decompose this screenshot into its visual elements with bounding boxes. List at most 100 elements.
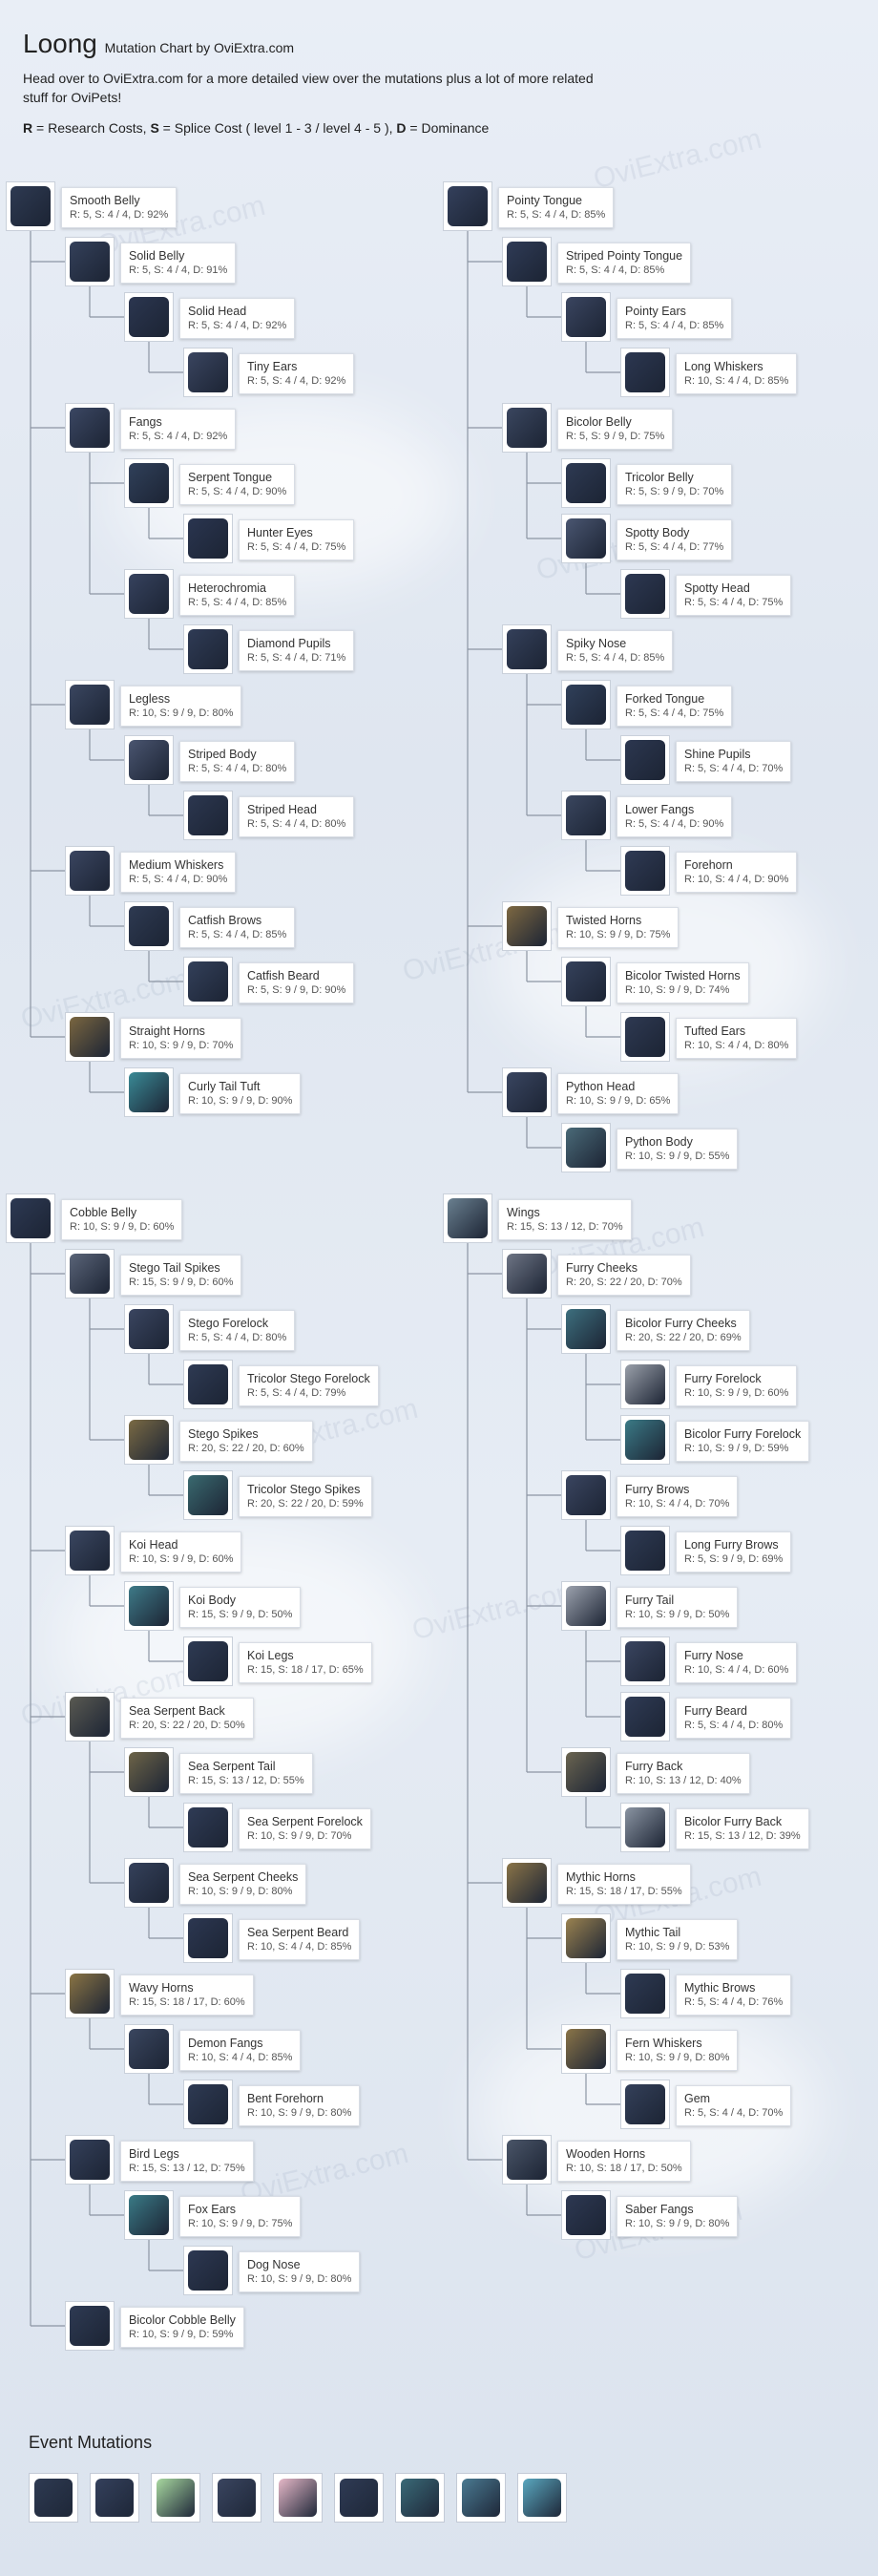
mutation-thumbnail[interactable] [124, 2190, 174, 2240]
mutation-thumbnail[interactable] [65, 1969, 115, 2018]
mutation-thumbnail[interactable] [561, 1304, 611, 1354]
mutation-thumbnail[interactable] [183, 348, 233, 397]
mutation-thumbnail[interactable] [65, 1526, 115, 1575]
mutation-thumbnail[interactable] [561, 1123, 611, 1172]
mutation-thumbnail[interactable] [124, 901, 174, 951]
mutation-thumbnail[interactable] [124, 569, 174, 619]
mutation-thumbnail[interactable] [502, 403, 552, 453]
mutation-thumbnail[interactable] [561, 791, 611, 840]
event-mutation-thumbnail[interactable] [90, 2473, 139, 2523]
mutation-thumbnail[interactable] [65, 680, 115, 729]
mutation-thumbnail[interactable] [502, 1249, 552, 1299]
mutation-thumbnail[interactable] [502, 1858, 552, 1908]
mutation-thumbnail[interactable] [183, 1636, 233, 1686]
mutation-thumbnail[interactable] [183, 1803, 233, 1852]
mutation-thumbnail[interactable] [124, 1415, 174, 1465]
mutation-thumbnail[interactable] [65, 846, 115, 896]
mutation-thumbnail[interactable] [6, 181, 55, 231]
subtitle-link[interactable]: Mutation Chart by OviExtra.com [104, 40, 295, 55]
mutation-thumbnail[interactable] [561, 680, 611, 729]
mutation-thumbnail[interactable] [124, 1067, 174, 1117]
mutation-thumbnail[interactable] [443, 1193, 492, 1243]
mutation-thumbnail[interactable] [561, 292, 611, 342]
mutation-thumbnail[interactable] [124, 1304, 174, 1354]
mutation-thumbnail[interactable] [561, 2024, 611, 2074]
mutation-thumbnail[interactable] [183, 624, 233, 674]
mutation-thumbnail[interactable] [620, 1692, 670, 1742]
mutation-thumbnail[interactable] [502, 901, 552, 951]
event-mutation-thumbnail[interactable] [29, 2473, 78, 2523]
mutation-thumbnail[interactable] [620, 1360, 670, 1409]
mutation-thumbnail[interactable] [183, 514, 233, 563]
mutation-thumbnail[interactable] [620, 1803, 670, 1852]
mutation-thumbnail[interactable] [65, 2301, 115, 2351]
event-mutation-thumbnail[interactable] [151, 2473, 200, 2523]
mutation-thumbnail[interactable] [443, 181, 492, 231]
mutation-thumbnail[interactable] [183, 957, 233, 1006]
mutation-thumbnail[interactable] [561, 1747, 611, 1797]
mutation-thumbnail[interactable] [65, 1692, 115, 1742]
mutation-thumbnail[interactable] [124, 1858, 174, 1908]
mutation-thumbnail[interactable] [620, 1012, 670, 1062]
event-mutation-thumbnail[interactable] [517, 2473, 567, 2523]
mutation-thumbnail[interactable] [620, 1636, 670, 1686]
mutation-thumbnail[interactable] [620, 1526, 670, 1575]
mutation-thumbnail[interactable] [561, 1581, 611, 1631]
mutation-thumbnail[interactable] [124, 292, 174, 342]
event-mutation-thumbnail[interactable] [456, 2473, 506, 2523]
mutation-thumbnail[interactable] [65, 237, 115, 286]
mutation-thumbnail[interactable] [620, 2080, 670, 2129]
mutation-thumbnail[interactable] [183, 791, 233, 840]
mutation-thumbnail[interactable] [561, 1470, 611, 1520]
mutation-thumbnail[interactable] [502, 237, 552, 286]
mutation-thumbnail[interactable] [65, 1249, 115, 1299]
mutation-thumbnail[interactable] [561, 458, 611, 508]
